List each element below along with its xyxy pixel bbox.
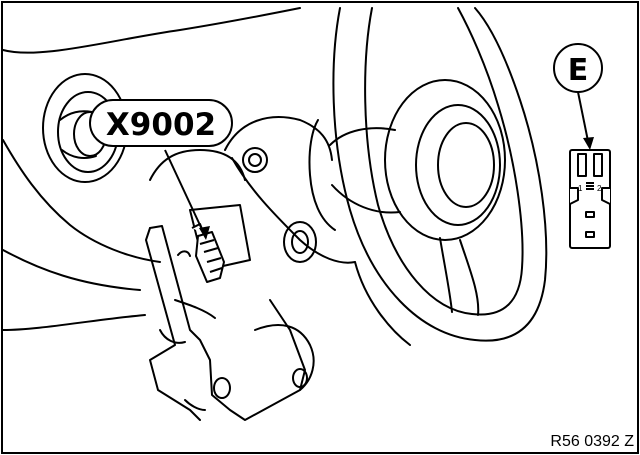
connector-pin-mark-2: 2 <box>597 184 602 193</box>
figure-code: R56 0392 Z <box>550 433 634 450</box>
leader-line-x9002 <box>164 149 207 239</box>
callout-x9002-label: X9002 <box>106 107 216 143</box>
connector-pin-mark-1: 1 <box>578 184 583 193</box>
steering-wheel-illustration <box>308 7 548 346</box>
leader-arrow-x9002 <box>199 226 210 240</box>
connector-detail-e <box>569 149 611 249</box>
leader-arrow-e <box>583 137 594 150</box>
callout-e: E <box>553 43 603 93</box>
callout-x9002: X9002 <box>89 99 233 147</box>
callout-e-label: E <box>568 53 589 88</box>
leader-line-e <box>577 91 590 147</box>
